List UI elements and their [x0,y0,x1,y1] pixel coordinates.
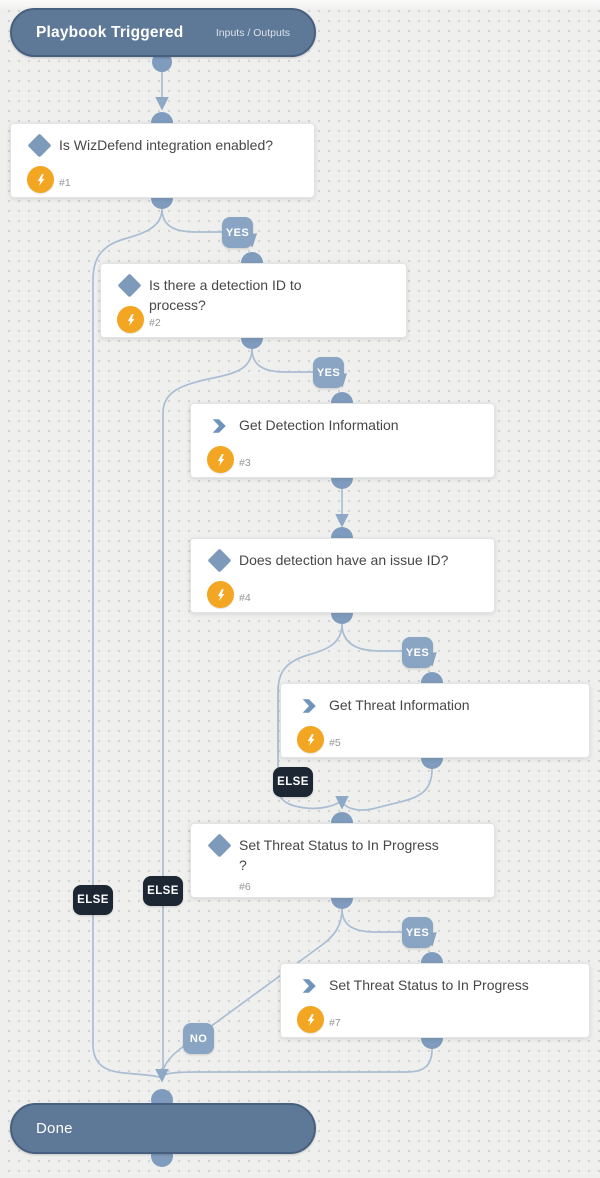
done-node-title: Done [36,1120,73,1137]
task-title: Get Threat Information [329,697,470,713]
task-card-4[interactable]: Does detection have an issue ID? #4 [190,538,495,613]
branch-badge-yes-1[interactable]: YES [222,217,253,248]
automation-bolt-icon [27,166,54,193]
branch-badge-yes-4[interactable]: YES [402,917,433,948]
condition-icon [207,548,232,573]
task-card-6[interactable]: Set Threat Status to In Progress ? #6 [190,823,495,898]
wire-4-else [277,623,343,810]
task-card-2[interactable]: Is there a detection ID to process? #2 [100,263,407,338]
task-number: #2 [149,317,161,329]
task-title: Set Threat Status to In Progress ? [239,837,439,874]
task-number: #1 [59,177,71,189]
port-start-out [152,52,172,72]
branch-badge-yes-3[interactable]: YES [402,637,433,668]
wire-7-out [163,1048,433,1076]
task-number: #7 [329,1017,341,1029]
action-chevron-icon [300,697,318,715]
branch-badge-else-2[interactable]: ELSE [143,876,183,906]
task-number: #6 [239,881,251,893]
automation-bolt-icon [297,726,324,753]
task-card-3[interactable]: Get Detection Information #3 [190,403,495,478]
task-title: Is there a detection ID to process? [149,277,302,314]
branch-badge-else-1[interactable]: ELSE [73,885,113,915]
condition-icon [207,833,232,858]
condition-icon [117,273,142,298]
task-card-7[interactable]: Set Threat Status to In Progress #7 [280,963,590,1038]
automation-bolt-icon [297,1006,324,1033]
branch-badge-else-4[interactable]: ELSE [273,767,313,797]
task-title: Set Threat Status to In Progress [329,977,529,993]
task-title: Is WizDefend integration enabled? [59,137,274,153]
wire-6-no [162,908,343,1073]
action-chevron-icon [210,417,228,435]
wire-5-out [343,768,433,811]
task-card-5[interactable]: Get Threat Information #5 [280,683,590,758]
branch-badge-yes-2[interactable]: YES [313,357,344,388]
task-number: #3 [239,457,251,469]
action-chevron-icon [300,977,318,995]
task-card-1[interactable]: Is WizDefend integration enabled? #1 [10,123,315,198]
condition-icon [27,133,52,158]
branch-badge-no[interactable]: NO [183,1023,214,1054]
done-node[interactable]: Done [10,1103,316,1154]
start-node-title: Playbook Triggered [36,23,184,41]
wire-2-else [162,348,253,1072]
automation-bolt-icon [207,446,234,473]
automation-bolt-icon [117,306,144,333]
start-node[interactable]: Playbook Triggered Inputs / Outputs [10,8,316,57]
task-number: #4 [239,592,251,604]
task-title: Get Detection Information [239,417,399,433]
automation-bolt-icon [207,581,234,608]
wire-1-else [92,208,163,1079]
task-number: #5 [329,737,341,749]
task-title: Does detection have an issue ID? [239,552,449,568]
inputs-outputs-link[interactable]: Inputs / Outputs [215,26,290,39]
